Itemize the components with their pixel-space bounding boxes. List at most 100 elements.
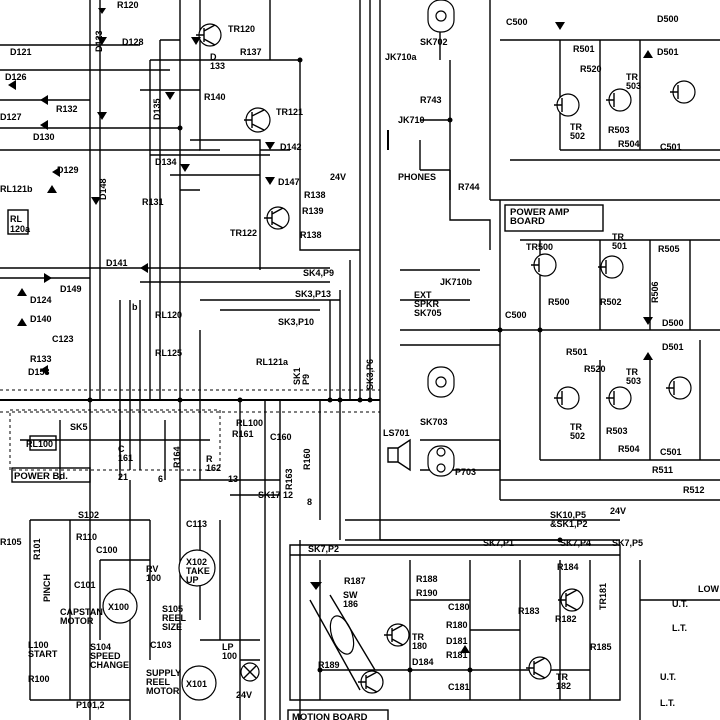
label-r182: R182 — [555, 614, 577, 624]
label-p1012: P101,2 — [76, 700, 105, 710]
label-c113: C113 — [186, 519, 207, 529]
label-r188: R188 — [416, 574, 438, 584]
label-d149: D149 — [60, 284, 82, 294]
label-d128: D128 — [122, 37, 144, 47]
label-sk1712: SK17 12 — [258, 490, 293, 500]
label-c123: C123 — [52, 334, 74, 344]
label-r138b: R138 — [300, 230, 322, 240]
label-r183: R183 — [518, 606, 540, 616]
label-tr121: TR121 — [276, 107, 303, 117]
label-r505: R505 — [658, 244, 680, 254]
label-p703: P703 — [455, 467, 476, 477]
label-rl100b: RL100 — [236, 418, 263, 428]
label-r501b: R501 — [566, 347, 588, 357]
transistor-tr182 — [526, 656, 552, 680]
transistor-tr501 — [598, 255, 624, 279]
label-d140: D140 — [30, 314, 52, 324]
label-r140: R140 — [204, 92, 226, 102]
label-tr122: TR122 — [230, 228, 257, 238]
label-r137: R137 — [240, 47, 262, 57]
junction-dots — [87, 57, 563, 673]
label-d134: D134 — [155, 157, 177, 167]
label-v24b: 24V — [236, 690, 252, 700]
label-r500: R500 — [548, 297, 570, 307]
label-c100: C100 — [96, 545, 118, 555]
label-r180: R180 — [446, 620, 468, 630]
motor-x101 — [181, 665, 217, 701]
label-c160: C160 — [270, 432, 292, 442]
label-tr181: TR181 — [598, 583, 608, 610]
label-n8: 8 — [307, 497, 312, 507]
label-ls701: LS701 — [383, 428, 410, 438]
label-r100: R100 — [28, 674, 50, 684]
label-low: LOW — [698, 584, 719, 594]
label-d141: D141 — [106, 258, 128, 268]
label-d500a: D500 — [657, 14, 679, 24]
label-r138a: R138 — [304, 190, 326, 200]
label-r164: R164 — [172, 446, 182, 468]
label-s102: S102 — [78, 510, 99, 520]
label-lt2: L.T. — [660, 698, 675, 708]
label-r133: R133 — [30, 354, 52, 364]
label-r185: R185 — [590, 642, 612, 652]
label-c181: C181 — [448, 682, 470, 692]
label-r502: R502 — [600, 297, 622, 307]
label-d129: D129 — [57, 165, 79, 175]
label-d121: D121 — [10, 47, 32, 57]
label-c500b: C500 — [505, 310, 527, 320]
transistor-tr189 — [358, 670, 384, 694]
transistor-tr50r — [666, 376, 692, 400]
label-r501a: R501 — [573, 44, 595, 54]
label-tr500: TR500 — [526, 242, 553, 252]
label-rl121a: RL121a — [256, 357, 289, 367]
label-rl120a: 120a — [10, 224, 31, 234]
label-sk7p4: SK7,P4 — [560, 538, 591, 548]
label-r189: R189 — [318, 660, 340, 670]
label-rl120b: RL120 — [155, 310, 182, 320]
label-sk702: SK702 — [420, 37, 448, 47]
transistor-tr500 — [531, 253, 557, 277]
label-sk3p13: SK3,P13 — [295, 289, 331, 299]
label-rl100: RL100 — [26, 439, 53, 449]
label-r110: R110 — [76, 532, 97, 542]
label-r131: R131 — [142, 197, 164, 207]
label-sk5: SK5 — [70, 422, 88, 432]
label-d142: D142 — [280, 142, 302, 152]
label-c500a: C500 — [506, 17, 528, 27]
label-r190: R190 — [416, 588, 438, 598]
label-c501a: C501 — [660, 142, 682, 152]
label-sk703: SK703 — [420, 417, 448, 427]
transistor-tr181 — [558, 588, 584, 612]
label-d147: D147 — [278, 177, 300, 187]
reel-sensor — [309, 594, 376, 691]
label-d181: D181 — [446, 636, 468, 646]
transistors — [196, 23, 696, 694]
label-d135: D135 — [152, 98, 162, 120]
label-x101: X101 — [186, 679, 207, 689]
label-sk3p10: SK3,P10 — [278, 317, 314, 327]
label-v24c: 24V — [610, 506, 626, 516]
transistor-tr503r — [670, 80, 696, 104]
transistor-tr120 — [196, 23, 222, 47]
label-r101: R101 — [32, 538, 42, 560]
label-x100: X100 — [108, 602, 129, 612]
label-r181: R181 — [446, 650, 468, 660]
label-rl125: RL125 — [155, 348, 182, 358]
label-r120: R120 — [117, 0, 139, 10]
label-n13: 13 — [228, 474, 238, 484]
label-r504a: R504 — [618, 139, 640, 149]
label-d127: D127 — [0, 112, 22, 122]
label-n21: 21 — [118, 472, 128, 482]
transistor-tr503a — [606, 88, 632, 112]
